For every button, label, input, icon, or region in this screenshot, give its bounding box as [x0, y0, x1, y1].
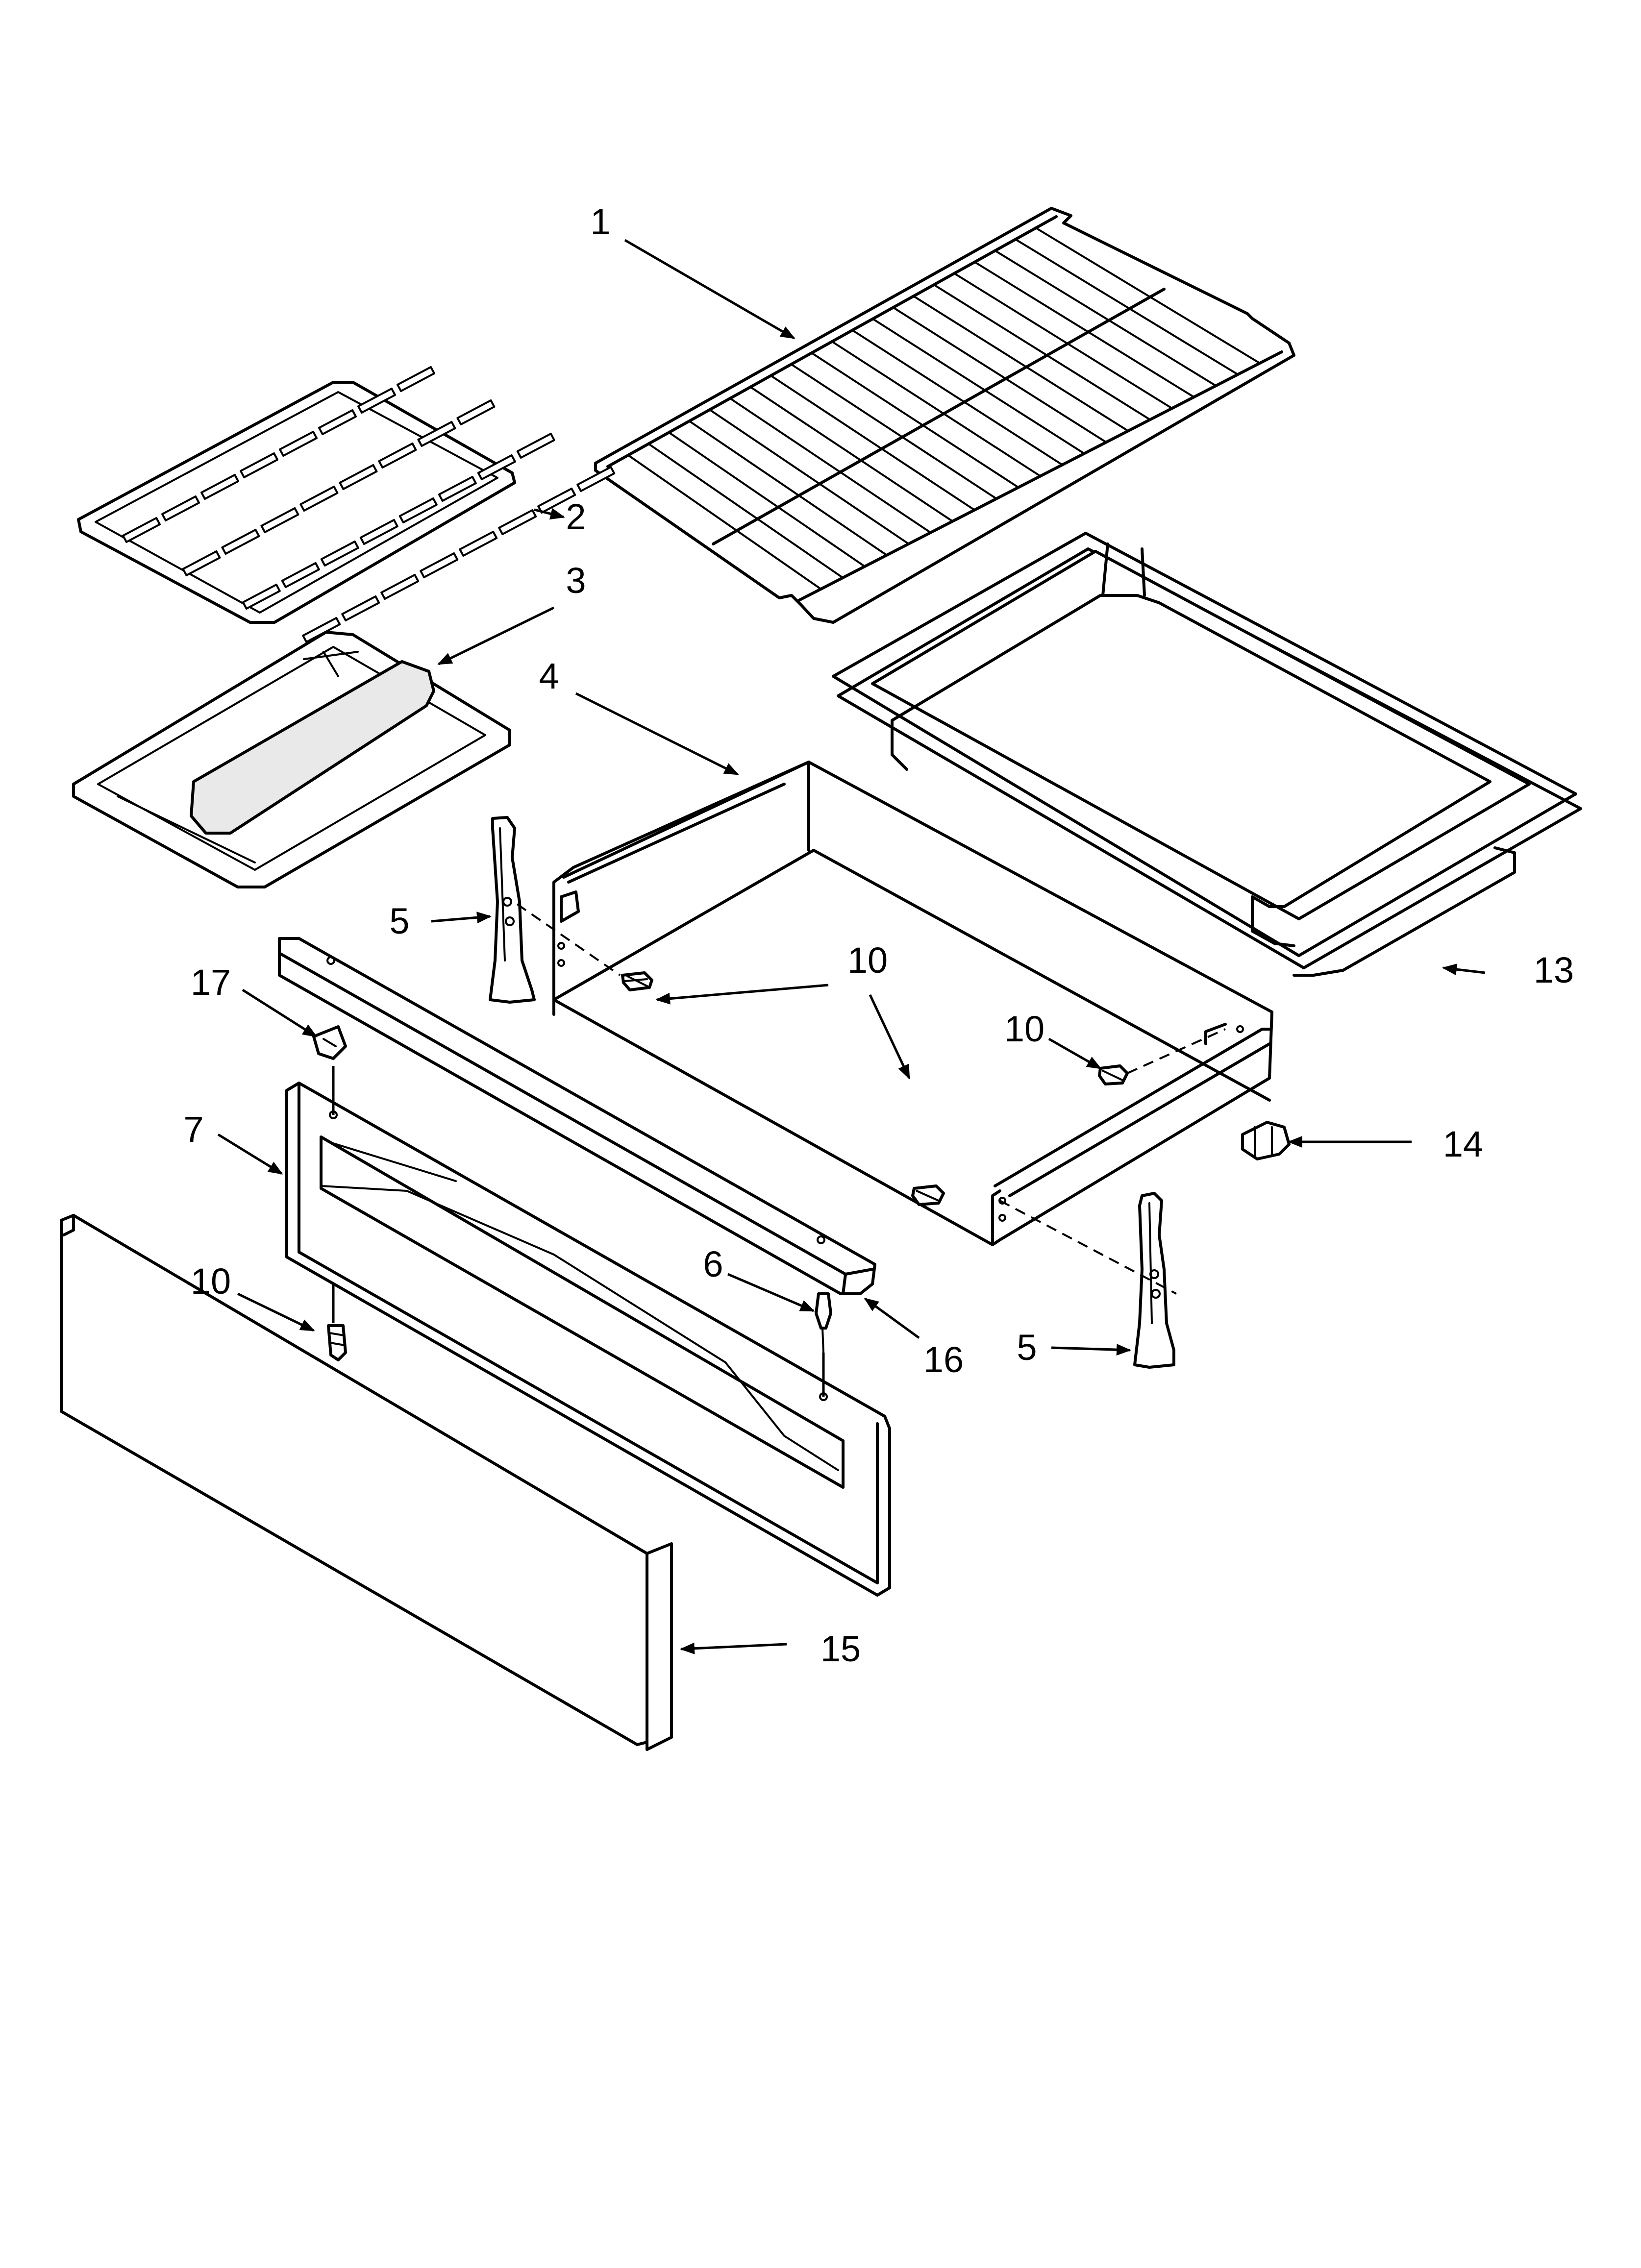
screw-10-d [327, 1324, 347, 1361]
grid-slot [320, 541, 359, 567]
rack-wire [688, 420, 888, 556]
grid-slot [417, 421, 456, 447]
rack-wire [892, 306, 1107, 444]
callout-17: 17 [191, 962, 231, 1003]
grid-slot [200, 474, 239, 500]
screw-10-b [1098, 1064, 1129, 1085]
rack-wire [770, 374, 976, 511]
rack-wire [1035, 227, 1261, 365]
bracket-14 [1241, 1121, 1291, 1160]
rack-wire [851, 329, 1064, 466]
callout-10-left: 10 [191, 1261, 231, 1302]
rack-wire [912, 295, 1129, 432]
grid-slot [260, 507, 299, 533]
rack-wire [708, 409, 910, 545]
grid-slot [420, 552, 459, 578]
broiler-pan [72, 631, 511, 888]
grid-slot [459, 531, 498, 557]
grid-slot [281, 562, 320, 588]
rack-wire [790, 363, 997, 500]
grid-slot [357, 388, 396, 414]
grid-slot [456, 399, 496, 425]
rack-wire [933, 284, 1151, 421]
grid-slot [341, 595, 380, 621]
rack-wire [973, 261, 1195, 398]
callout-labels: 1 2 3 4 5 5 6 7 10 10 10 13 14 15 16 17 [183, 201, 1574, 1669]
callout-5-left: 5 [389, 901, 409, 941]
callout-13: 13 [1534, 950, 1574, 990]
grid-slot [339, 464, 378, 490]
grid-slot [299, 486, 339, 512]
rack-wire [627, 454, 822, 590]
grid-slot [242, 584, 281, 610]
oven-rack [594, 207, 1295, 624]
assembly-lines [332, 903, 1226, 1397]
grid-slot [398, 497, 438, 523]
pin-6 [815, 1292, 832, 1354]
rack-wire [668, 431, 866, 567]
clip-17 [312, 1025, 347, 1060]
grid-slot [438, 476, 477, 502]
grid-slot [122, 517, 161, 543]
grid-slot [359, 519, 398, 545]
grid-slot [302, 617, 341, 643]
rack-wire [831, 341, 1042, 477]
callout-1: 1 [590, 201, 610, 242]
callout-7: 7 [183, 1109, 203, 1150]
rack-wire [994, 249, 1217, 387]
broiler-grid [77, 366, 616, 643]
callout-10-center: 10 [847, 940, 888, 981]
drawer-panel [60, 1214, 673, 1751]
grid-slot [240, 452, 278, 478]
rack-wire [871, 318, 1086, 455]
grid-slot [516, 433, 555, 459]
rack-wire [953, 272, 1173, 410]
rack-wire [729, 397, 932, 534]
callout-14: 14 [1443, 1124, 1483, 1164]
callout-5-right: 5 [1017, 1327, 1037, 1368]
rack-wire [749, 386, 954, 522]
support-bar [278, 937, 876, 1295]
grid-slot [378, 443, 417, 468]
rack-wire [810, 352, 1019, 489]
callout-3: 3 [566, 560, 586, 601]
grid-slot [182, 550, 221, 576]
callout-10-right: 10 [1004, 1009, 1044, 1049]
rack-wire [1014, 238, 1239, 376]
drawer-frame [285, 1082, 891, 1597]
callout-16: 16 [923, 1339, 964, 1380]
grid-slot [161, 495, 200, 521]
rack-wire [647, 443, 844, 579]
callout-6: 6 [703, 1244, 723, 1284]
callout-leaders [217, 239, 1486, 1654]
grid-slot [397, 366, 435, 392]
drawer-liner [832, 532, 1582, 977]
screw-10-a [621, 971, 653, 991]
grid-slot [318, 409, 357, 435]
drawer-body [552, 761, 1273, 1246]
screw-10-c [911, 1184, 945, 1206]
grid-slot [221, 529, 260, 555]
callout-15: 15 [820, 1628, 861, 1669]
grid-slot [477, 454, 516, 480]
grid-slot [576, 466, 616, 492]
grid-slot [279, 431, 318, 457]
callout-4: 4 [539, 656, 559, 696]
grid-slot [380, 574, 420, 600]
callout-2: 2 [566, 496, 586, 537]
grid-slot [498, 509, 537, 535]
drawer-slide-left [489, 816, 536, 1004]
drawer-slide-right [1133, 1192, 1175, 1369]
